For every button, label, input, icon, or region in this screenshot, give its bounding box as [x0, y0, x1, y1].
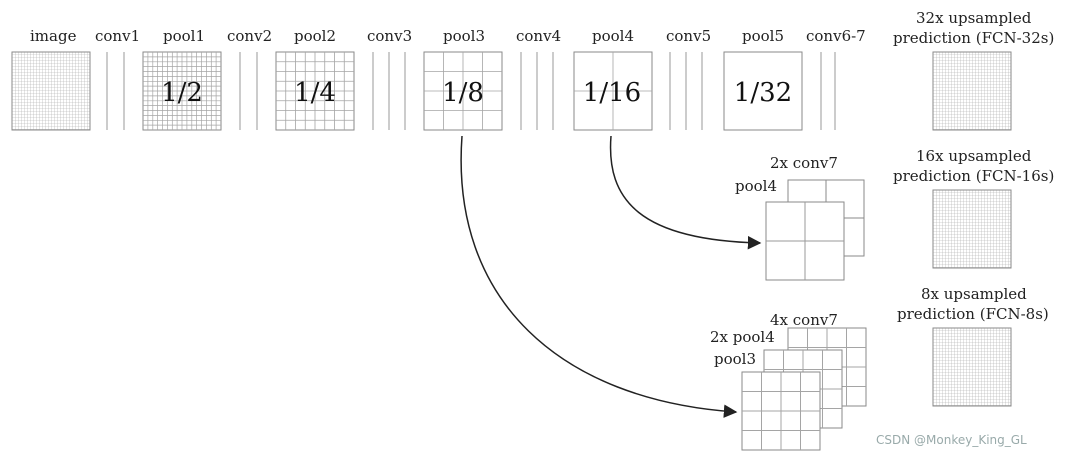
stage-label-pool1: pool1 — [163, 27, 206, 45]
watermark: CSDN @Monkey_King_GL — [876, 433, 1027, 447]
stage-label-conv6-7: conv6-7 — [806, 27, 866, 45]
conv6-7-layers — [820, 52, 836, 130]
pool5-box — [723, 51, 803, 131]
stage-label-conv3: conv3 — [367, 27, 413, 45]
fusion16-pool4-label: pool4 — [735, 177, 778, 195]
pool5-fraction: 1/32 — [734, 78, 792, 108]
conv2-layers — [239, 52, 258, 130]
fcn32-label-line2: prediction (FCN-32s) — [893, 29, 1055, 47]
stage-label-conv5: conv5 — [666, 27, 712, 45]
fcn16-label-line2: prediction (FCN-16s) — [893, 167, 1055, 185]
fcn8-label-line1: 8x upsampled — [921, 285, 1027, 303]
pool3-skip-arrow — [460, 135, 738, 418]
fcn32-prediction — [932, 51, 1012, 131]
fusion8-pool4-label: 2x pool4 — [710, 328, 775, 346]
stage-label-conv4: conv4 — [516, 27, 562, 45]
pool4-skip-arrow — [609, 135, 762, 250]
stage-label-pool4: pool4 — [592, 27, 635, 45]
pool3-grid — [423, 51, 503, 131]
stage-label-pool2: pool2 — [294, 27, 337, 45]
conv1-layers — [106, 52, 125, 130]
conv5-layers — [669, 52, 703, 130]
pool3-fraction: 1/8 — [442, 78, 484, 108]
fcn16-prediction — [932, 189, 1012, 269]
fusion8-pool3-label: pool3 — [714, 350, 757, 368]
stage-label-conv2: conv2 — [227, 27, 273, 45]
stage-label-pool3: pool3 — [443, 27, 486, 45]
conv3-layers — [372, 52, 406, 130]
fusion16-pool4-stack — [765, 201, 845, 281]
fusion8-pool3-stack — [741, 371, 821, 451]
fcn16-label-line1: 16x upsampled — [916, 147, 1032, 165]
pool1-grid — [142, 51, 222, 131]
stage-label-conv1: conv1 — [95, 27, 141, 45]
pool2-grid — [275, 51, 355, 131]
conv4-layers — [520, 52, 554, 130]
pool4-fraction: 1/16 — [583, 78, 641, 108]
fcn32-label-line1: 32x upsampled — [916, 9, 1032, 27]
stage-label-image: image — [30, 27, 77, 45]
fusion8-conv7-label: 4x conv7 — [770, 311, 838, 329]
pool2-fraction: 1/4 — [294, 78, 336, 108]
fcn8-prediction — [932, 327, 1012, 407]
fusion16-conv7-label: 2x conv7 — [770, 154, 838, 172]
fcn8-label-line2: prediction (FCN-8s) — [897, 305, 1049, 323]
stage-label-pool5: pool5 — [742, 27, 785, 45]
pool1-fraction: 1/2 — [161, 78, 203, 108]
pool4-grid — [573, 51, 653, 131]
input-image — [11, 51, 91, 131]
